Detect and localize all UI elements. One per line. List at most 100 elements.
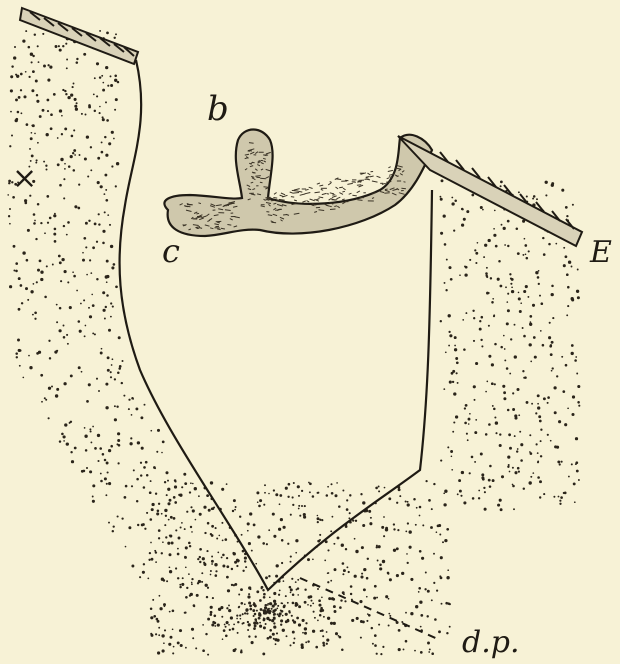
stipple-dot [248, 542, 251, 545]
stipple-dot [132, 398, 134, 400]
stipple-dot [431, 652, 434, 655]
stipple-dot [374, 585, 377, 588]
stipple-dot [304, 601, 307, 604]
stipple-dot [158, 627, 160, 629]
stipple-dot [469, 472, 471, 474]
stipple-dot [94, 333, 96, 335]
stipple-dot [542, 344, 545, 347]
stipple-dot [529, 323, 532, 326]
stipple-dot [20, 112, 22, 114]
stipple-dot [48, 417, 50, 419]
stipple-dot [264, 606, 267, 609]
stipple-dot [257, 535, 260, 538]
stipple-dot [258, 613, 261, 616]
stipple-dot [37, 203, 40, 206]
stipple-dot [117, 515, 119, 517]
stipple-dot [103, 193, 105, 195]
stipple-dot [249, 605, 252, 608]
stipple-dot [289, 586, 292, 589]
stipple-dot [96, 278, 98, 280]
stipple-dot [309, 482, 312, 485]
stipple-dot [164, 629, 166, 631]
stipple-dot [241, 534, 243, 536]
stipple-dot [526, 257, 529, 260]
stipple-dot [49, 66, 52, 69]
stipple-dot [388, 613, 390, 615]
stipple-dot [526, 195, 528, 197]
bud-texture-stroke [300, 194, 306, 195]
bud-texture-stroke [334, 206, 337, 207]
stipple-dot [312, 558, 314, 560]
stipple-dot [94, 223, 97, 226]
stipple-dot [74, 98, 77, 101]
stipple-dot [17, 339, 20, 342]
stipple-dot [425, 480, 427, 482]
stipple-dot [518, 471, 520, 473]
stipple-dot [378, 490, 380, 492]
stipple-dot [64, 163, 66, 165]
stipple-dot [332, 598, 335, 601]
bud-texture-stroke [330, 193, 334, 194]
stipple-dot [376, 653, 378, 655]
bud-texture-stroke [365, 179, 369, 180]
stipple-dot [34, 220, 36, 222]
stipple-dot [25, 71, 27, 73]
stipple-dot [37, 142, 39, 144]
stipple-dot [527, 296, 529, 298]
stipple-dot [360, 493, 362, 495]
stipple-dot [99, 112, 101, 114]
stipple-dot [446, 632, 448, 634]
stipple-dot [89, 470, 92, 473]
stipple-dot [107, 85, 109, 87]
stipple-dot [191, 583, 193, 585]
stipple-dot [355, 520, 357, 522]
stipple-dot [201, 572, 203, 574]
stipple-dot [105, 66, 108, 69]
stipple-dot [445, 351, 447, 353]
stipple-dot [396, 502, 398, 504]
stipple-dot [108, 449, 111, 452]
stipple-dot [454, 200, 457, 203]
stipple-dot [439, 575, 441, 577]
stipple-dot [106, 462, 109, 465]
stipple-dot [87, 175, 89, 177]
stipple-dot [552, 317, 554, 319]
stipple-dot [317, 517, 320, 520]
stipple-dot [136, 500, 138, 502]
stipple-dot [485, 272, 488, 275]
stipple-dot [463, 501, 466, 504]
stipple-dot [507, 293, 509, 295]
stipple-dot [62, 89, 64, 91]
bud-texture-stroke [274, 193, 277, 195]
stipple-dot [265, 623, 267, 625]
stipple-dot [279, 503, 281, 505]
stipple-dot [530, 321, 532, 323]
stipple-dot [518, 191, 520, 193]
stipple-dot [185, 596, 188, 599]
stipple-dot [433, 483, 435, 485]
stipple-dot [40, 278, 43, 281]
stipple-dot [15, 98, 18, 101]
stipple-dot [65, 43, 67, 45]
stipple-dot [540, 429, 542, 431]
stipple-dot [524, 376, 527, 379]
stipple-dot [406, 553, 408, 555]
stipple-dot [108, 482, 111, 485]
stipple-dot [514, 414, 517, 417]
stipple-dot [479, 320, 481, 322]
stipple-dot [8, 215, 10, 217]
stipple-dot [76, 58, 78, 60]
stipple-dot [327, 581, 329, 583]
bud-texture-stroke [339, 193, 343, 195]
stipple-dot [179, 584, 181, 586]
stipple-dot [491, 363, 494, 366]
stipple-dot [59, 329, 62, 332]
stipple-dot [564, 423, 567, 426]
stipple-dot [518, 292, 520, 294]
stipple-dot [249, 608, 252, 611]
stipple-dot [148, 559, 150, 561]
stipple-dot [28, 76, 30, 78]
stipple-dot [63, 225, 65, 227]
stipple-dot [556, 375, 558, 377]
bud-texture-stroke [404, 182, 406, 183]
